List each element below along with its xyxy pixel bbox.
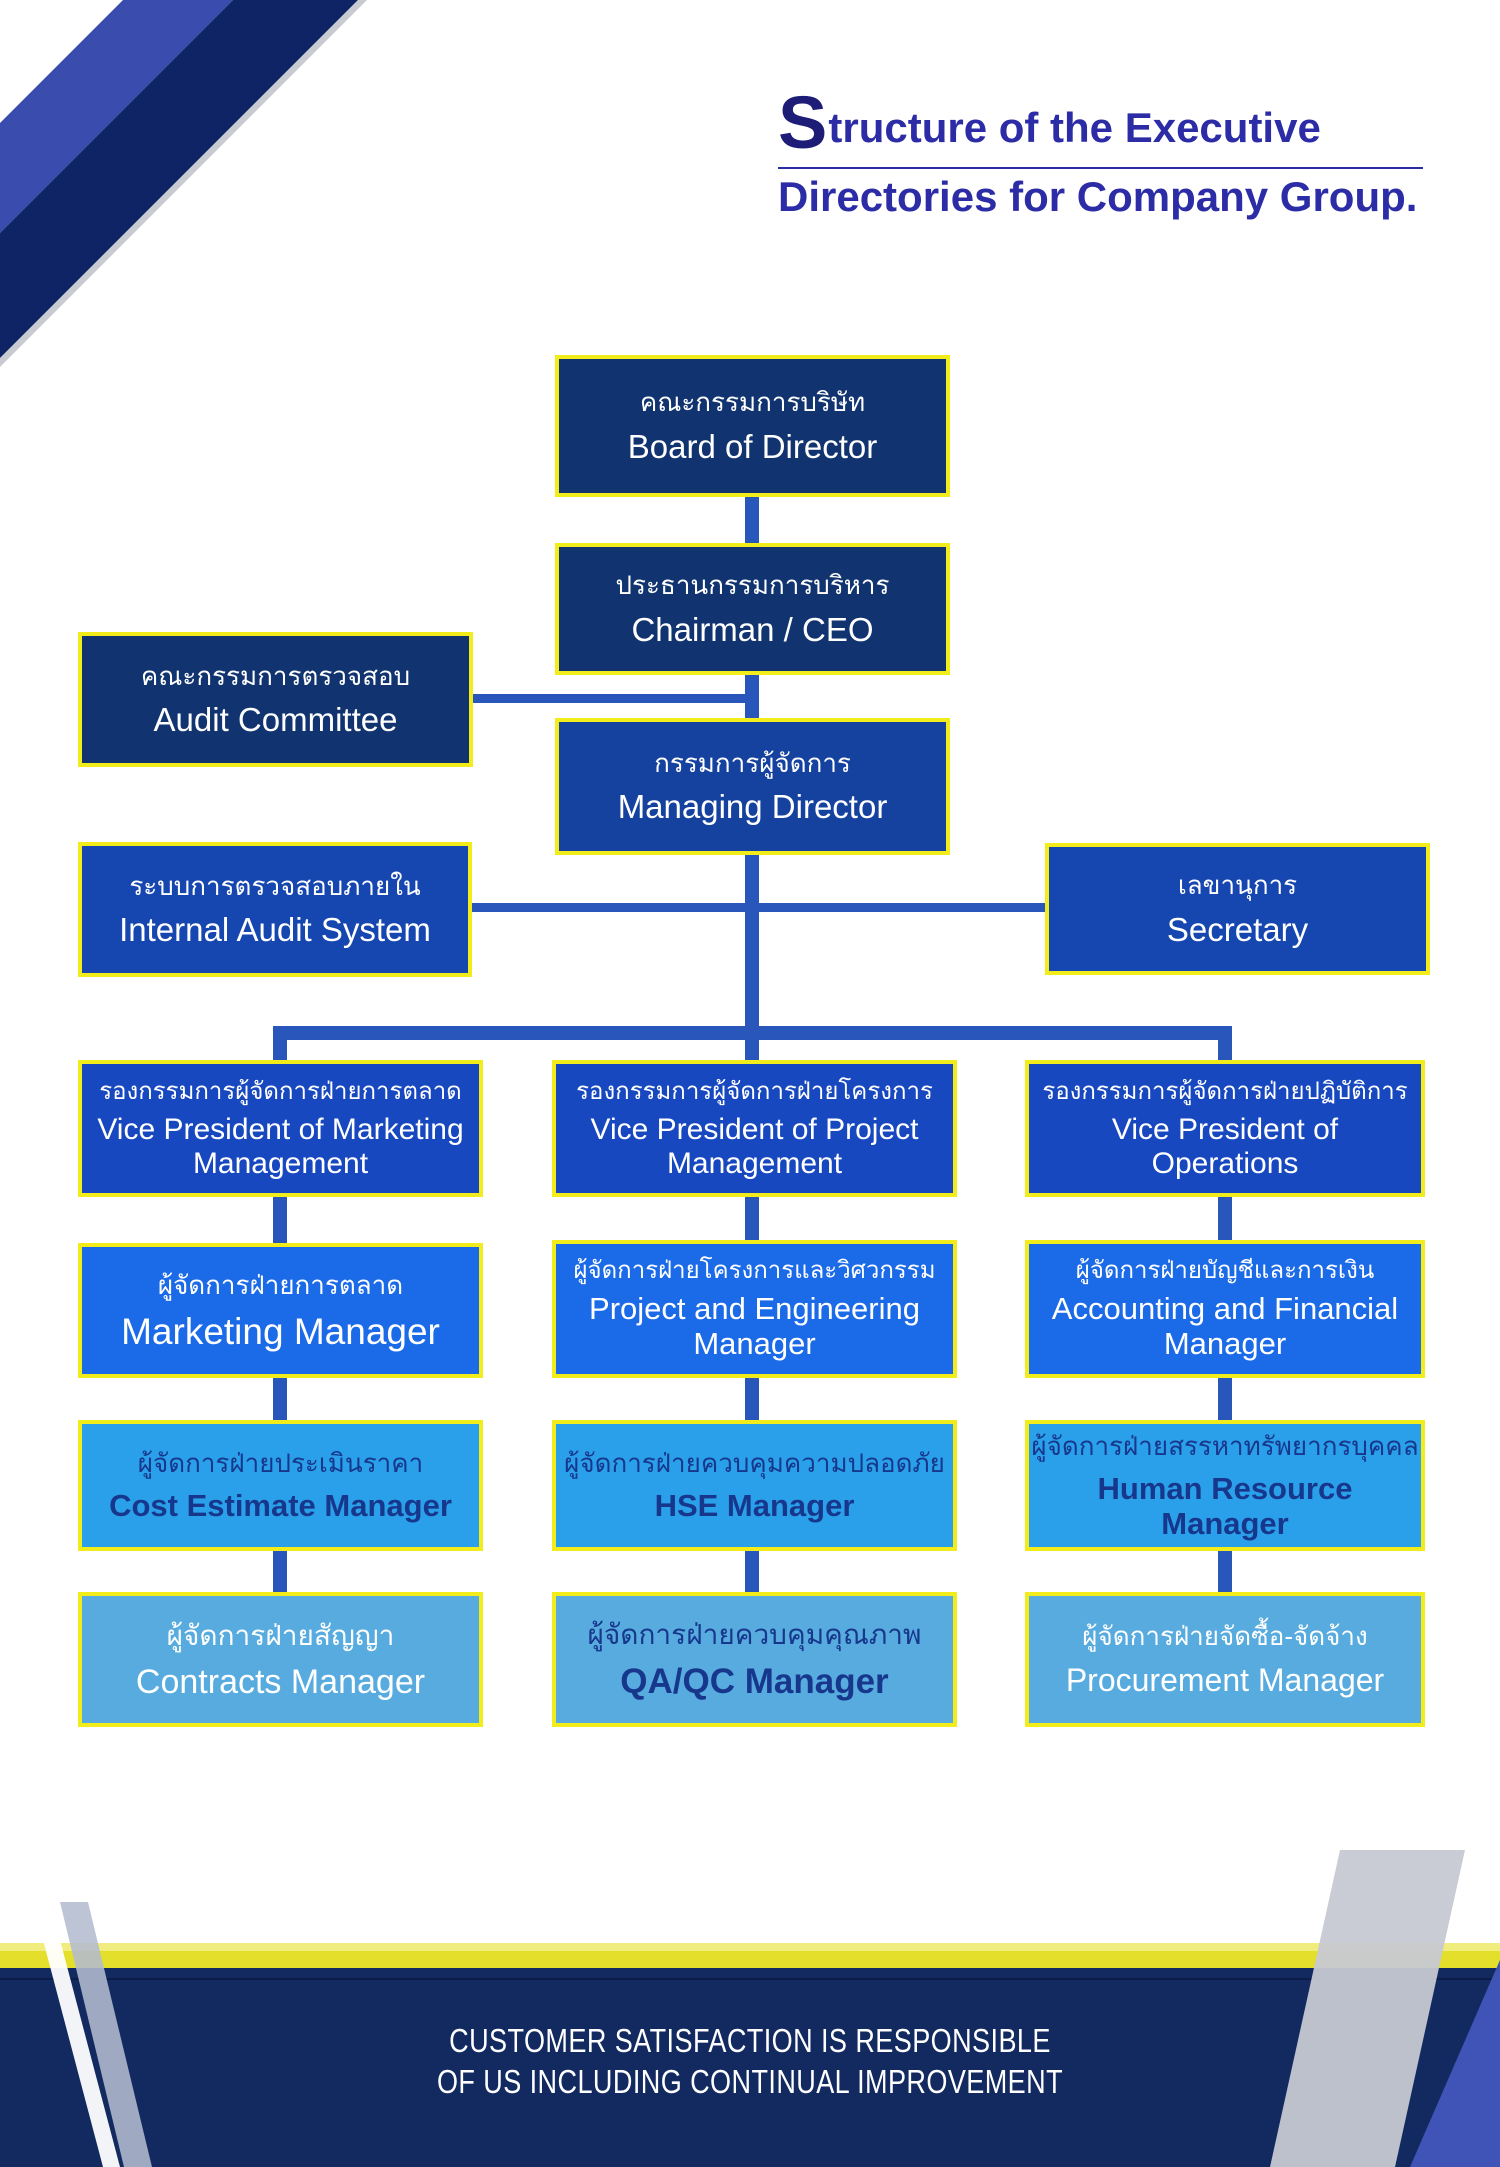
node-english-label: Vice President of Project Management bbox=[590, 1112, 919, 1180]
node-thai-label: ประธานกรรมการบริหาร bbox=[615, 570, 890, 601]
node-thai-label: ผู้จัดการฝ่ายโครงการและวิศวกรรม bbox=[573, 1257, 936, 1285]
org-node-vp-project: รองกรรมการผู้จัดการฝ่ายโครงการ Vice Pres… bbox=[552, 1060, 957, 1197]
node-english-label: Managing Director bbox=[617, 788, 888, 826]
connector-board-chairman bbox=[745, 493, 759, 547]
node-english-label: QA/QC Manager bbox=[620, 1662, 889, 1702]
node-english-label: Cost Estimate Manager bbox=[109, 1488, 452, 1524]
node-thai-label: รองกรรมการผู้จัดการฝ่ายโครงการ bbox=[576, 1077, 933, 1105]
node-thai-label: คณะกรรมการตรวจสอบ bbox=[140, 660, 411, 691]
connector-col2-row4 bbox=[745, 1547, 759, 1596]
org-node-internal-audit-system: ระบบการตรวจสอบภายใน Internal Audit Syste… bbox=[78, 842, 472, 977]
node-thai-label: ผู้จัดการฝ่ายประเมินราคา bbox=[137, 1447, 424, 1478]
node-english-label: Contracts Manager bbox=[135, 1662, 426, 1701]
node-english-label: HSE Manager bbox=[654, 1488, 855, 1524]
node-thai-label: ผู้จัดการฝ่ายการตลาด bbox=[157, 1269, 404, 1300]
connector-col2-row2 bbox=[745, 1193, 759, 1247]
node-english-label: Secretary bbox=[1166, 910, 1309, 948]
org-node-vp-marketing: รองกรรมการผู้จัดการฝ่ายการตลาด Vice Pres… bbox=[78, 1060, 483, 1197]
connector-col3-row3 bbox=[1218, 1374, 1232, 1424]
org-node-cost-estimate-manager: ผู้จัดการฝ่ายประเมินราคา Cost Estimate M… bbox=[78, 1420, 483, 1551]
org-node-qaqc-manager: ผู้จัดการฝ่ายควบคุมคุณภาพ QA/QC Manager bbox=[552, 1592, 957, 1727]
node-thai-label: ผู้จัดการฝ่ายบัญชีและการเงิน bbox=[1075, 1257, 1375, 1285]
connector-col3-row2 bbox=[1218, 1193, 1232, 1247]
node-thai-label: ผู้จัดการฝ่ายสรรหาทรัพยากรบุคคล bbox=[1031, 1430, 1419, 1461]
org-node-marketing-manager: ผู้จัดการฝ่ายการตลาด Marketing Manager bbox=[78, 1243, 483, 1378]
connector-col1-vp bbox=[273, 1026, 287, 1064]
node-thai-label: ผู้จัดการฝ่ายควบคุมคุณภาพ bbox=[587, 1619, 922, 1651]
org-node-hse-manager: ผู้จัดการฝ่ายควบคุมความปลอดภัย HSE Manag… bbox=[552, 1420, 957, 1551]
connector-col2-row3 bbox=[745, 1374, 759, 1424]
node-english-label: Project and Engineering Manager bbox=[589, 1291, 920, 1361]
footer-yellow-band bbox=[0, 1943, 1500, 1968]
node-english-label: Internal Audit System bbox=[119, 911, 431, 949]
footer-slogan: CUSTOMER SATISFACTION IS RESPONSIBLE OF … bbox=[135, 2020, 1365, 2102]
node-english-label: Marketing Manager bbox=[121, 1311, 440, 1353]
org-node-managing-director: กรรมการผู้จัดการ Managing Director bbox=[555, 718, 950, 855]
node-thai-label: ระบบการตรวจสอบภายใน bbox=[129, 870, 421, 901]
org-node-chairman-ceo: ประธานกรรมการบริหาร Chairman / CEO bbox=[555, 543, 950, 675]
node-thai-label: กรรมการผู้จัดการ bbox=[654, 747, 851, 778]
corner-stripes-decoration bbox=[0, 0, 367, 367]
footer-slogan-line2: OF US INCLUDING CONTINUAL IMPROVEMENT bbox=[436, 2063, 1064, 2100]
node-thai-label: คณะกรรมการบริษัท bbox=[639, 387, 866, 418]
connector-col3-row4 bbox=[1218, 1547, 1232, 1596]
node-thai-label: รองกรรมการผู้จัดการฝ่ายปฏิบัติการ bbox=[1042, 1077, 1408, 1105]
corner-stripe-blue bbox=[0, 0, 233, 233]
corner-stripe-navy bbox=[0, 0, 358, 358]
node-english-label: Accounting and Financial Manager bbox=[1051, 1291, 1399, 1361]
title-underline bbox=[778, 167, 1423, 169]
node-english-label: Chairman / CEO bbox=[631, 610, 874, 648]
connector-internal-audit bbox=[468, 903, 752, 912]
page-title-line2: Directories for Company Group. bbox=[778, 173, 1418, 220]
corner-stripe-shadow bbox=[0, 0, 367, 367]
org-node-vp-operations: รองกรรมการผู้จัดการฝ่ายปฏิบัติการ Vice P… bbox=[1025, 1060, 1425, 1197]
org-node-human-resource-manager: ผู้จัดการฝ่ายสรรหาทรัพยากรบุคคล Human Re… bbox=[1025, 1420, 1425, 1551]
footer-divider-line bbox=[0, 1978, 1500, 1980]
connector-chairman-managing bbox=[745, 672, 759, 722]
node-thai-label: ผู้จัดการฝ่ายสัญญา bbox=[166, 1619, 395, 1651]
node-thai-label: ผู้จัดการฝ่ายจัดซื้อ-จัดจ้าง bbox=[1082, 1621, 1368, 1652]
connector-audit-committee bbox=[468, 694, 752, 703]
node-english-label: Audit Committee bbox=[153, 701, 398, 739]
org-node-audit-committee: คณะกรรมการตรวจสอบ Audit Committee bbox=[78, 632, 473, 767]
connector-col1-row4 bbox=[273, 1547, 287, 1596]
footer-bar: CUSTOMER SATISFACTION IS RESPONSIBLE OF … bbox=[0, 1968, 1500, 2167]
org-node-contracts-manager: ผู้จัดการฝ่ายสัญญา Contracts Manager bbox=[78, 1592, 483, 1727]
footer-slogan-line1: CUSTOMER SATISFACTION IS RESPONSIBLE bbox=[449, 2022, 1051, 2059]
node-english-label: Vice President of Marketing Management bbox=[97, 1112, 464, 1180]
node-english-label: Vice President of Operations bbox=[1111, 1112, 1339, 1180]
connector-secretary bbox=[752, 903, 1049, 912]
node-thai-label: เลขานุการ bbox=[1177, 870, 1298, 901]
org-node-procurement-manager: ผู้จัดการฝ่ายจัดซื้อ-จัดจ้าง Procurement… bbox=[1025, 1592, 1425, 1727]
page-title: Structure of the Executive Directories f… bbox=[778, 86, 1438, 223]
org-node-accounting-financial-manager: ผู้จัดการฝ่ายบัญชีและการเงิน Accounting … bbox=[1025, 1240, 1425, 1378]
org-node-secretary: เลขานุการ Secretary bbox=[1045, 843, 1430, 975]
node-english-label: Board of Director bbox=[627, 427, 878, 465]
node-thai-label: ผู้จัดการฝ่ายควบคุมความปลอดภัย bbox=[564, 1447, 945, 1478]
connector-distribution-bar bbox=[273, 1026, 1232, 1040]
node-english-label: Human Resource Manager bbox=[1097, 1471, 1353, 1541]
connector-col1-row3 bbox=[273, 1374, 287, 1424]
connector-col3-vp bbox=[1218, 1026, 1232, 1064]
connector-col1-row2 bbox=[273, 1193, 287, 1247]
title-initial-letter: S bbox=[778, 81, 829, 164]
title-line1-rest: tructure of the Executive bbox=[828, 104, 1321, 151]
node-thai-label: รองกรรมการผู้จัดการฝ่ายการตลาด bbox=[99, 1077, 462, 1105]
page-title-line1: Structure of the Executive bbox=[778, 86, 1438, 165]
org-node-project-engineering-manager: ผู้จัดการฝ่ายโครงการและวิศวกรรม Project … bbox=[552, 1240, 957, 1378]
org-node-board-of-director: คณะกรรมการบริษัท Board of Director bbox=[555, 355, 950, 497]
node-english-label: Procurement Manager bbox=[1065, 1661, 1385, 1698]
